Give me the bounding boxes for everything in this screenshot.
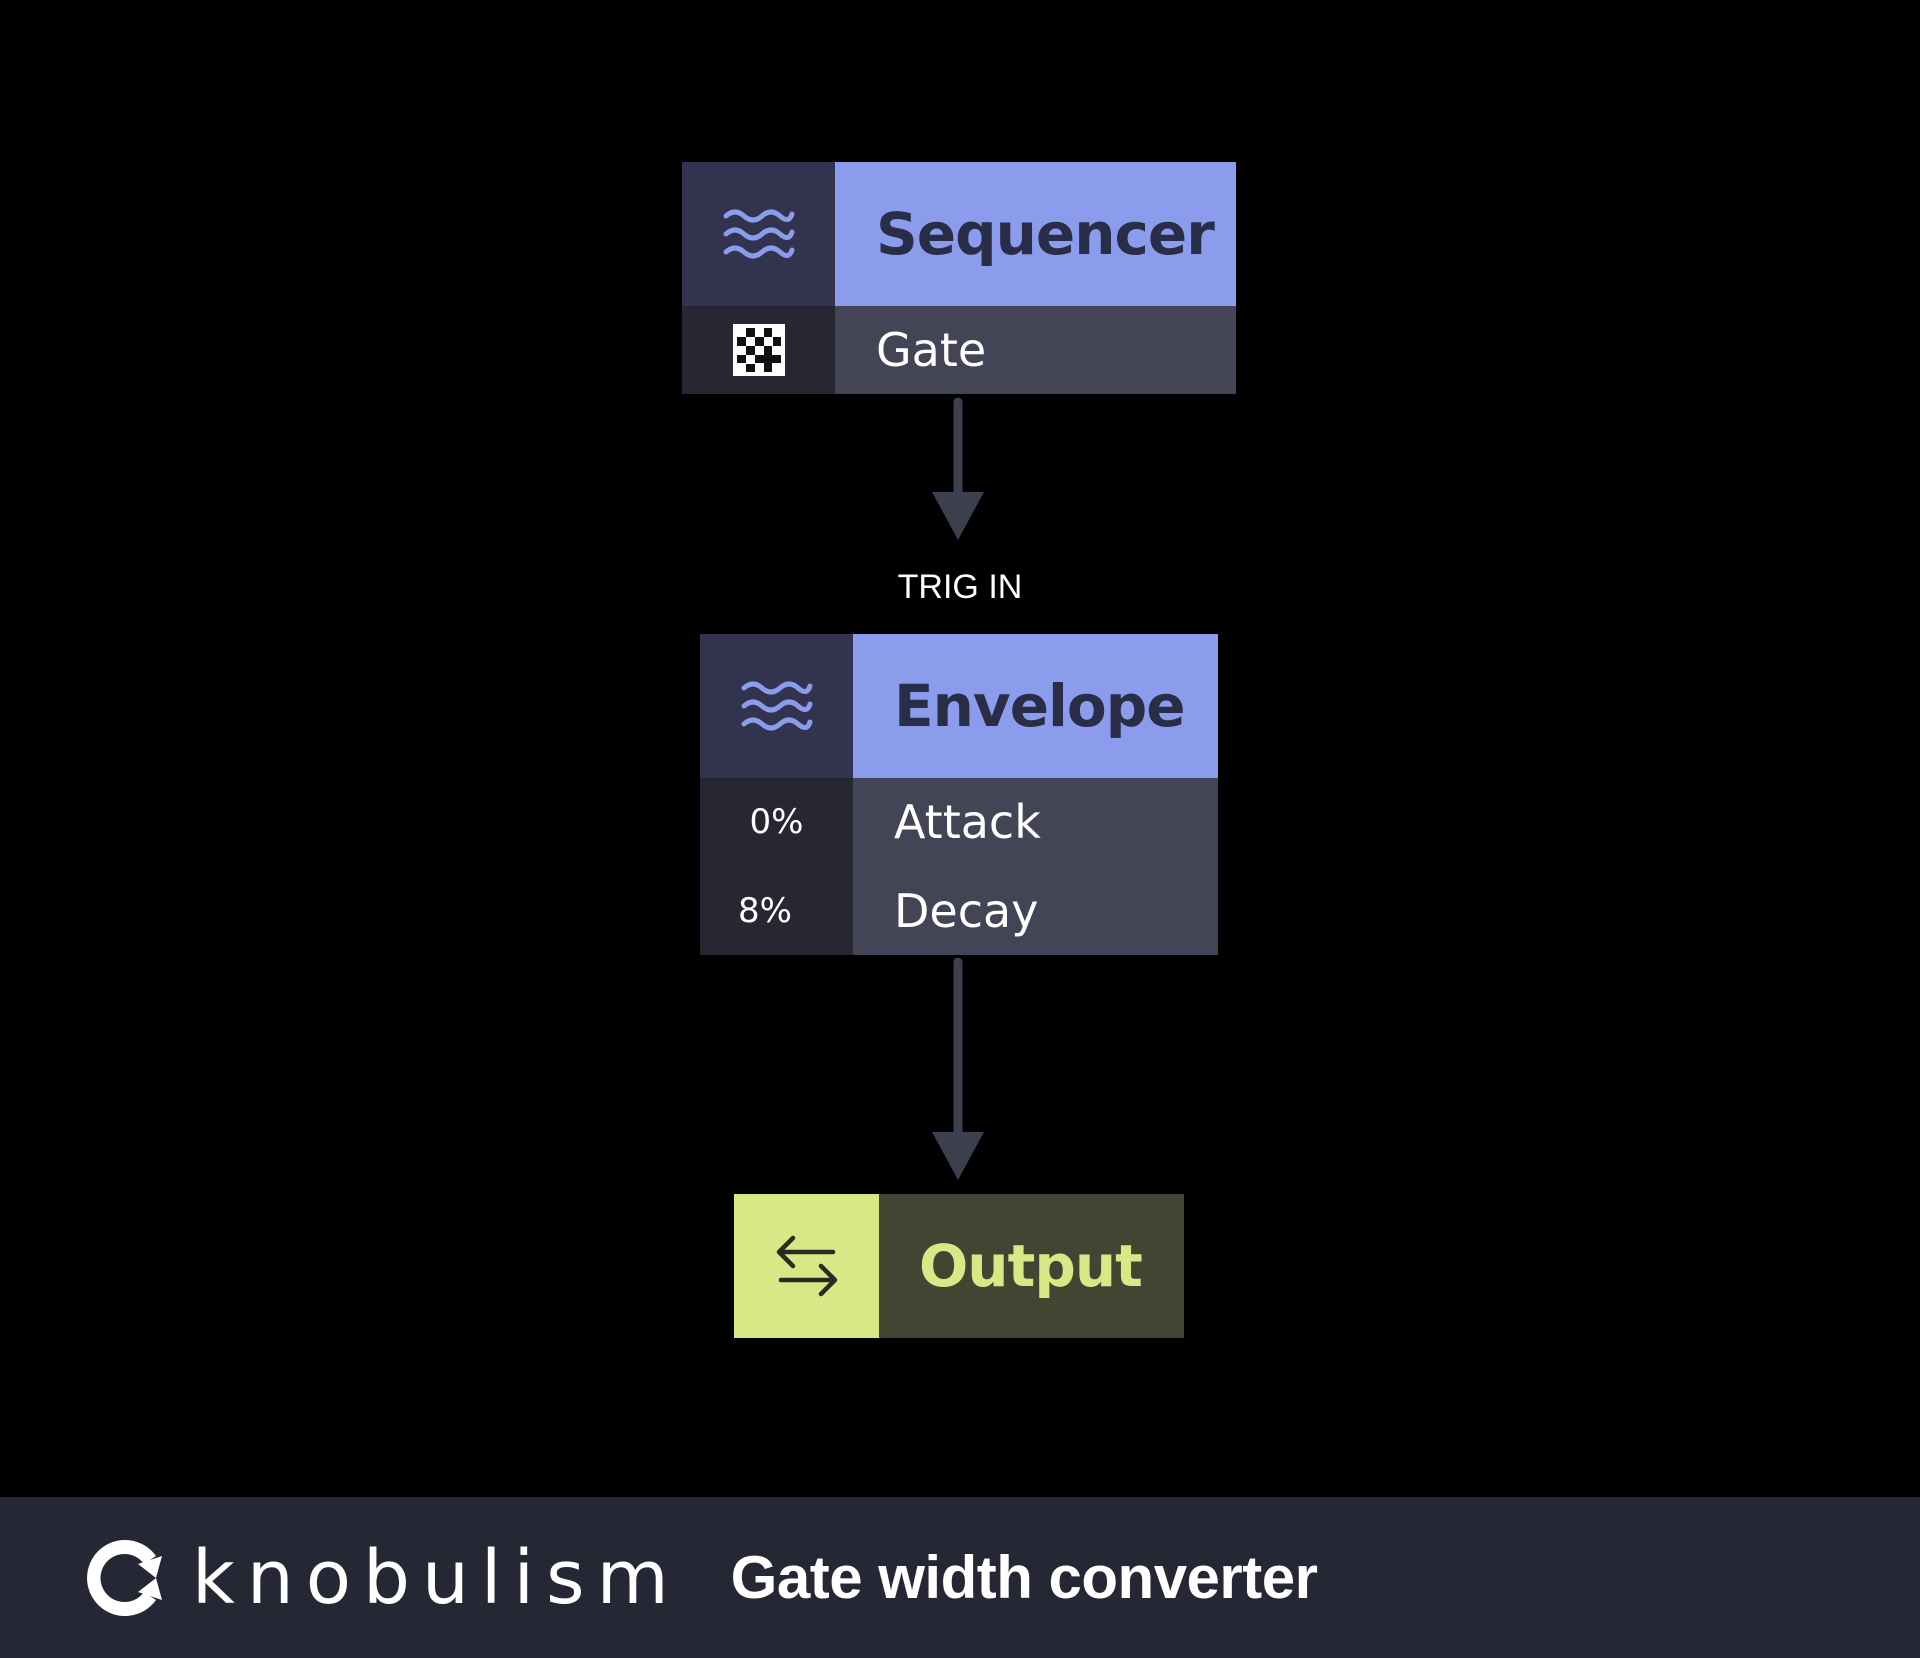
edge-envelope-to-output [932,957,984,1180]
node-param-row[interactable]: 0% Attack [700,778,1218,866]
node-sequencer[interactable]: Sequencer [682,162,1236,394]
wave-icon [700,634,853,778]
node-title: Sequencer [835,162,1236,306]
wave-icon [682,162,835,306]
node-envelope[interactable]: Envelope 0% Attack 8% Decay [700,634,1218,955]
node-param-row[interactable]: 8% Decay [700,866,1218,955]
brand-wordmark: knobulism [192,1534,681,1621]
edge-sequencer-to-envelope [932,397,984,540]
node-sequencer-header[interactable]: Sequencer [682,162,1236,306]
footer-bar: knobulism Gate width converter [0,1497,1920,1658]
brand-logo [78,1534,166,1622]
node-title: Envelope [853,634,1218,778]
param-value: 0% [700,778,853,866]
node-title: Output [879,1194,1184,1338]
node-output[interactable]: Output [734,1194,1184,1338]
port-label-trig-in: TRIG IN [897,568,1023,606]
page-title: Gate width converter [730,1544,1318,1611]
swap-arrows-icon [734,1194,879,1338]
param-label: Decay [853,866,1218,955]
node-envelope-header[interactable]: Envelope [700,634,1218,778]
pattern-grid-icon [682,306,835,394]
node-param-row[interactable]: Gate [682,306,1236,394]
param-value: 8% [700,866,853,955]
param-label: Attack [853,778,1218,866]
param-label: Gate [835,306,1236,394]
